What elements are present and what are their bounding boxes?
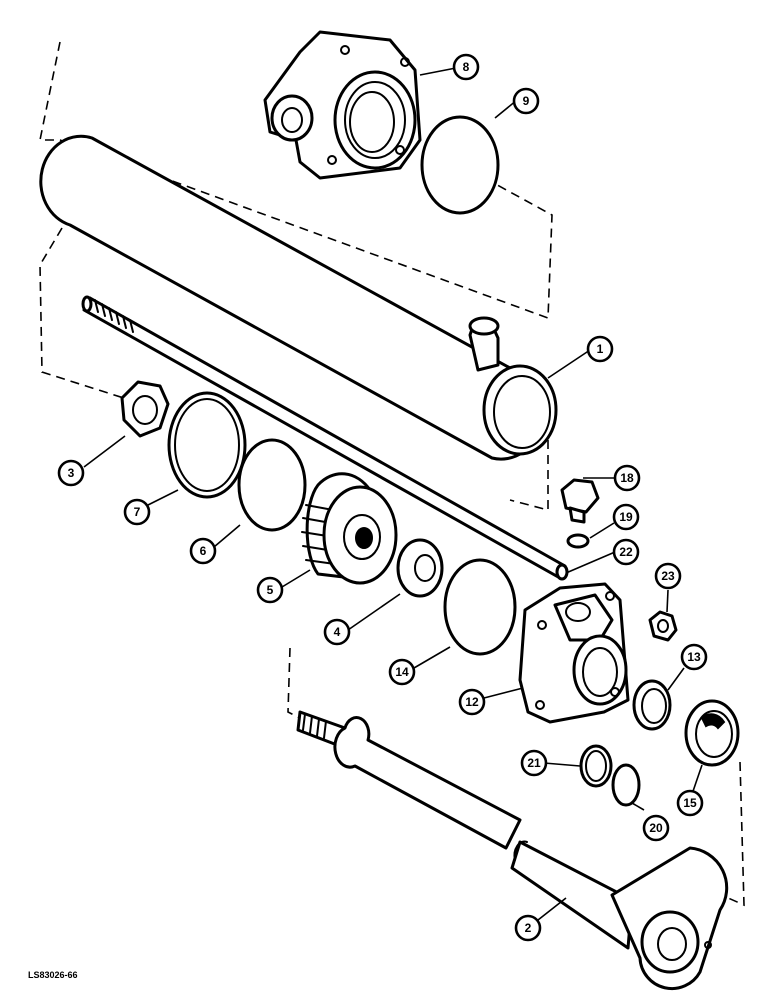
callout-1-label: 1	[597, 342, 604, 356]
callout-15-label: 15	[683, 796, 697, 810]
part-2-piston-rod	[296, 710, 729, 991]
callout-12: 12	[458, 688, 486, 716]
callout-9: 9	[512, 87, 540, 115]
callout-23-label: 23	[661, 569, 675, 583]
figure-code: LS83026-66	[28, 970, 78, 980]
callout-23: 23	[654, 562, 682, 590]
part-3-hex-nut	[120, 380, 170, 438]
callout-22: 22	[612, 538, 640, 566]
callout-3-label: 3	[68, 466, 75, 480]
callout-14: 14	[388, 658, 416, 686]
callout-8: 8	[452, 53, 480, 81]
callout-9-label: 9	[523, 94, 530, 108]
callout-13: 13	[680, 643, 708, 671]
callout-7: 7	[123, 498, 151, 526]
part-9-o-ring	[420, 115, 500, 215]
part-18-plug	[560, 478, 600, 524]
callout-1: 1	[586, 335, 614, 363]
callout-19: 19	[612, 503, 640, 531]
callout-20-label: 20	[649, 821, 663, 835]
callout-21-label: 21	[527, 756, 541, 770]
callout-4: 4	[323, 618, 351, 646]
callout-19-label: 19	[619, 510, 633, 524]
part-1-cylinder-barrel	[39, 134, 558, 461]
part-4-washer	[396, 538, 444, 598]
part-23-nut	[648, 610, 678, 642]
callout-18: 18	[613, 464, 641, 492]
callout-20: 20	[642, 814, 670, 842]
callout-12-label: 12	[465, 695, 479, 709]
part-20-o-ring	[611, 763, 641, 807]
callout-5: 5	[256, 576, 284, 604]
callout-14-label: 14	[395, 665, 409, 679]
part-19-seal	[566, 533, 590, 549]
callout-3: 3	[57, 459, 85, 487]
callout-13-label: 13	[687, 650, 701, 664]
callout-2: 2	[514, 914, 542, 942]
part-15-wiper-seal	[684, 699, 740, 767]
part-7-ring	[167, 391, 247, 499]
callout-6: 6	[189, 537, 217, 565]
part-14-o-ring	[443, 558, 517, 656]
callout-8-label: 8	[463, 60, 470, 74]
callout-2-label: 2	[525, 921, 532, 935]
callout-4-label: 4	[334, 625, 341, 639]
part-21-ring	[579, 744, 613, 788]
callout-15: 15	[676, 789, 704, 817]
callout-7-label: 7	[134, 505, 141, 519]
callout-18-label: 18	[620, 471, 634, 485]
callout-5-label: 5	[267, 583, 274, 597]
callout-6-label: 6	[200, 544, 207, 558]
callout-22-label: 22	[619, 545, 633, 559]
part-5-piston	[301, 472, 398, 585]
callout-21: 21	[520, 749, 548, 777]
leader-lines	[83, 67, 703, 921]
part-12-front-end-cap	[518, 582, 630, 724]
part-8-rear-end-cap	[263, 30, 422, 180]
part-13-ring	[632, 679, 672, 731]
part-6-o-ring	[237, 438, 307, 532]
